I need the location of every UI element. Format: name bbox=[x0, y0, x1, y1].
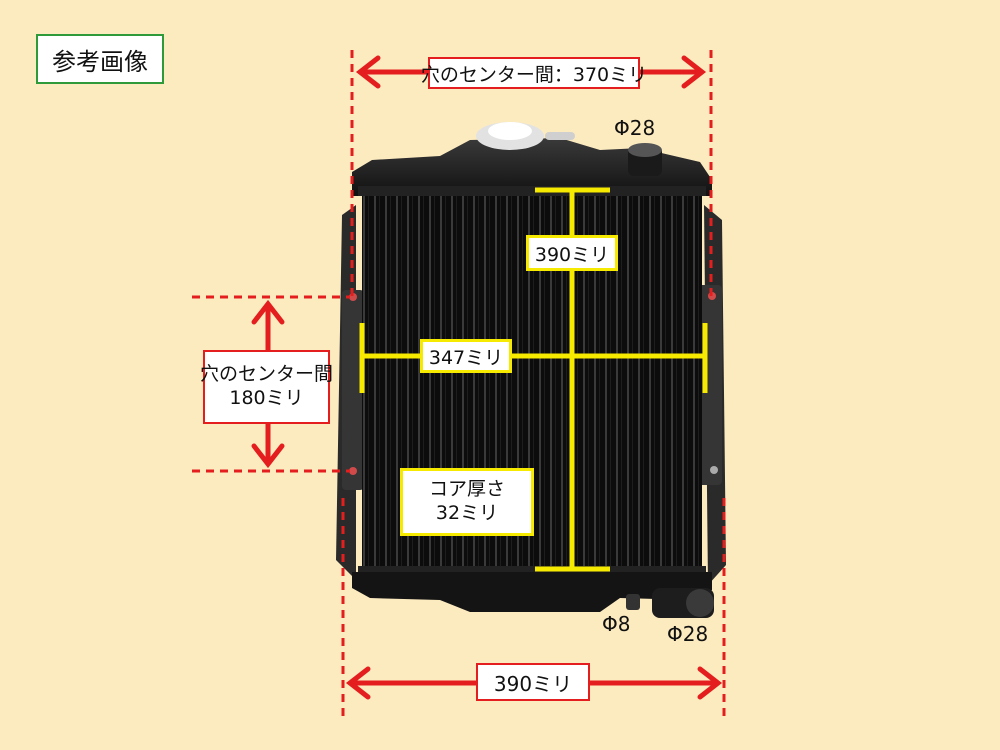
core-thickness-line2: 32ミリ bbox=[435, 502, 499, 524]
core-thickness-label: コア厚さ 32ミリ bbox=[400, 468, 534, 536]
lower-tank bbox=[352, 572, 712, 612]
top-pipe-diameter: Φ28 bbox=[614, 116, 656, 140]
drain-diameter: Φ8 bbox=[602, 612, 631, 636]
upper-tank bbox=[352, 138, 712, 196]
reference-image-tag: 参考画像 bbox=[36, 34, 164, 84]
left-hole-center-line2: 180ミリ bbox=[229, 387, 304, 409]
bottom-width-label: 390ミリ bbox=[476, 663, 590, 701]
left-hole-center-line1: 穴のセンター間 bbox=[200, 363, 334, 386]
top-hole-center-label: 穴のセンター間：370ミリ bbox=[421, 57, 647, 89]
mount-hole bbox=[349, 467, 357, 475]
left-hole-center-label: 穴のセンター間 180ミリ bbox=[200, 350, 334, 424]
mount-hole bbox=[710, 466, 718, 474]
left-side-plate bbox=[342, 290, 364, 490]
core-thickness-line1: コア厚さ bbox=[428, 478, 505, 501]
bottom-pipe-diameter: Φ28 bbox=[667, 622, 709, 646]
overflow-pipe bbox=[545, 132, 575, 140]
height-label: 390ミリ bbox=[526, 235, 618, 271]
drain-plug bbox=[626, 594, 640, 610]
inner-width-label: 347ミリ bbox=[420, 339, 512, 373]
